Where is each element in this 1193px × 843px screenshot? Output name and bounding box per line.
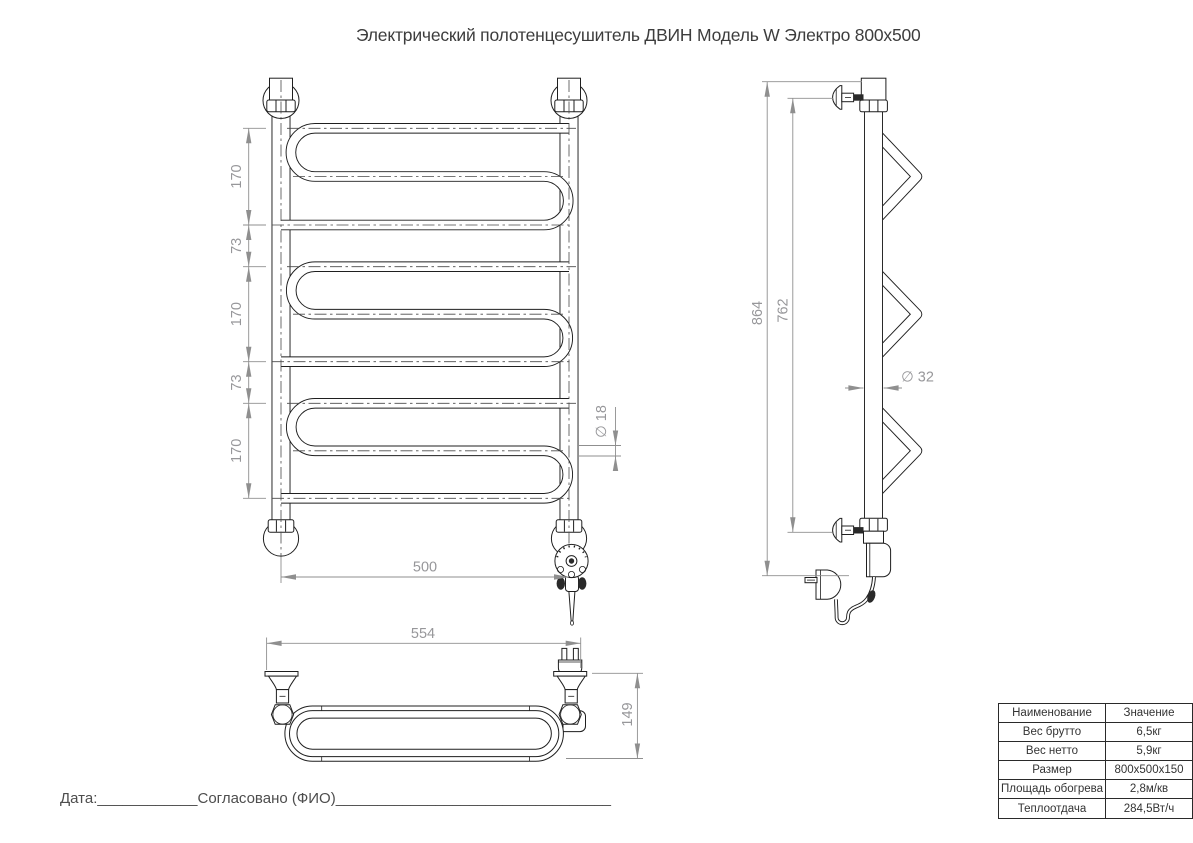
serpentine-coil (281, 123, 574, 504)
spec-cell-name: Теплоотдача (998, 798, 1106, 819)
coil-outline-top (284, 705, 564, 762)
dim-label-170-1: 170 (229, 164, 245, 188)
spec-cell-name: Вес нетто (998, 741, 1106, 762)
table-row: Вес нетто 5,9кг (998, 741, 1193, 762)
table-row: Площадь обогрева 2,8м/кв (998, 779, 1193, 800)
power-plug-side (804, 569, 876, 626)
dim-label-864: 864 (750, 301, 766, 325)
dim-label-762: 762 (776, 298, 792, 322)
dim-label-d32: ∅ 32 (901, 370, 934, 386)
drawing-title: Электрический полотенцесушитель ДВИН Мод… (356, 25, 921, 45)
power-cord-front (568, 591, 576, 622)
dim-label-73-2: 73 (229, 374, 245, 390)
bottom-wall-mounts (262, 519, 588, 557)
spec-table: Наименование Значение Вес брутто 6,5кг В… (998, 702, 1193, 819)
side-top-bracket (832, 85, 864, 110)
post-top-cap (860, 77, 887, 101)
heater-housing-side (866, 542, 892, 578)
top-right-bracket (553, 647, 588, 725)
heating-element-front (554, 543, 589, 626)
front-view: 170 73 170 73 170 500 ∅ 18 (229, 77, 621, 626)
side-bottom-fittings (832, 517, 892, 578)
front-width-dimension: 500 (280, 557, 569, 583)
cord-grommet (867, 590, 876, 603)
side-coil-loops (870, 127, 923, 500)
spec-cell-value: 284,5Вт/ч (1105, 798, 1193, 819)
spec-cell-name: Вес брутто (998, 722, 1106, 743)
top-view: 554 149 (264, 626, 643, 762)
plug-pin-top (572, 647, 579, 661)
top-wall-mounts (262, 77, 588, 119)
top-view-dimensions: 554 149 (266, 626, 643, 759)
tube-diameter-dimension: ∅ 18 (578, 405, 621, 471)
signature-line: Дата:____________Согласовано (ФИО)______… (60, 790, 611, 807)
spec-header-value: Значение (1105, 702, 1193, 724)
dim-label-554: 554 (411, 626, 435, 642)
spec-header-name: Наименование (998, 702, 1106, 724)
spec-cell-value: 5,9кг (1105, 741, 1193, 762)
side-dimensions: 864 762 ∅ 32 (750, 81, 934, 577)
front-dimension-chain: 170 73 170 73 170 (229, 127, 266, 499)
table-row: Размер 800x500x150 (998, 760, 1193, 781)
side-view: 864 762 ∅ 32 (750, 77, 934, 626)
dim-label-500: 500 (413, 560, 437, 576)
dim-label-170-2: 170 (229, 302, 245, 326)
date-blank: ____________ (97, 790, 198, 807)
table-row: Наименование Значение (998, 702, 1193, 724)
table-row: Вес брутто 6,5кг (998, 722, 1193, 743)
approved-label: Согласовано (ФИО) (197, 790, 336, 807)
approved-blank: _________________________________ (335, 790, 611, 807)
dim-label-73-1: 73 (229, 238, 245, 254)
dim-label-149: 149 (620, 702, 636, 726)
top-left-bracket (264, 671, 299, 725)
spec-cell-value: 800x500x150 (1105, 760, 1193, 781)
plug-pin-top (561, 647, 568, 661)
date-label: Дата: (60, 790, 98, 807)
dim-label-d18: ∅ 18 (594, 405, 610, 438)
spec-cell-value: 6,5кг (1105, 722, 1193, 743)
spec-cell-name: Площадь обогрева (998, 779, 1106, 800)
dim-label-170-3: 170 (229, 439, 245, 463)
spec-cell-value: 2,8м/кв (1105, 779, 1193, 800)
spec-cell-name: Размер (998, 760, 1106, 781)
centerlines-front (272, 80, 576, 557)
table-row: Теплоотдача 284,5Вт/ч (998, 798, 1193, 819)
